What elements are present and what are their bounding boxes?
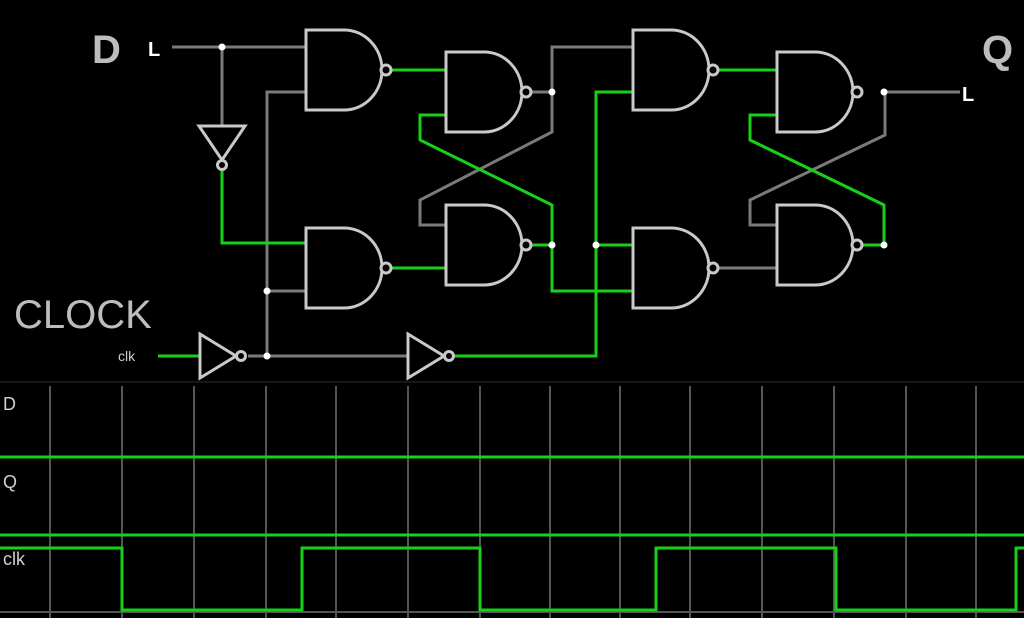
input-d-state-toggle[interactable]: L [148,39,160,61]
wire-latch2-cross-feedback [748,92,887,227]
junction-dot [263,352,271,360]
nand-gate-2 [304,226,393,310]
junction-dot [880,88,888,96]
output-q-label: Q [982,28,1013,72]
inverter-d [196,124,248,171]
high-wires [158,68,886,358]
nand-gate-1 [304,28,393,112]
wire-latch1-q-to-gate5 [530,45,633,94]
wire-latch1-qbar-to-gate6 [530,243,633,293]
scope-panel: D Q clk [0,381,1024,618]
clock-input-label[interactable]: clk [118,348,136,364]
inverter-clock-2 [406,331,455,381]
nand-gate-5 [631,28,720,112]
inverters [196,124,455,381]
wire-dbar-to-gate2 [220,168,306,245]
input-d-label: D [92,28,121,72]
nand-gate-8 [775,203,864,287]
nand-gate-7 [775,50,864,134]
junction-dots [218,43,888,360]
trace-label-clk: clk [3,549,26,569]
junction-dot [592,241,600,249]
wire-latch1-feedback-up [418,113,554,245]
wire-clockbar-to-gate5 [455,90,633,358]
nand-gate-6 [631,226,720,310]
junction-dot [548,241,556,249]
clock-title: CLOCK [14,293,152,337]
junction-dot [548,88,556,96]
gates [304,28,864,310]
wire-latch1-cross-feedback [418,92,554,227]
nand-gate-4 [444,203,533,287]
low-wires [172,45,960,358]
trace-label-d: D [3,394,16,414]
inverter-clock-1 [198,331,247,381]
wire-latch2-feedback [748,113,886,247]
junction-dot [218,43,226,51]
junction-dot [263,287,271,295]
trace-label-q: Q [3,472,17,492]
trace-clk [0,546,1024,612]
junction-dot [880,241,888,249]
output-q-state: L [962,84,974,106]
wire-clock-to-gate1 [265,90,306,356]
nand-gate-3 [444,50,533,134]
